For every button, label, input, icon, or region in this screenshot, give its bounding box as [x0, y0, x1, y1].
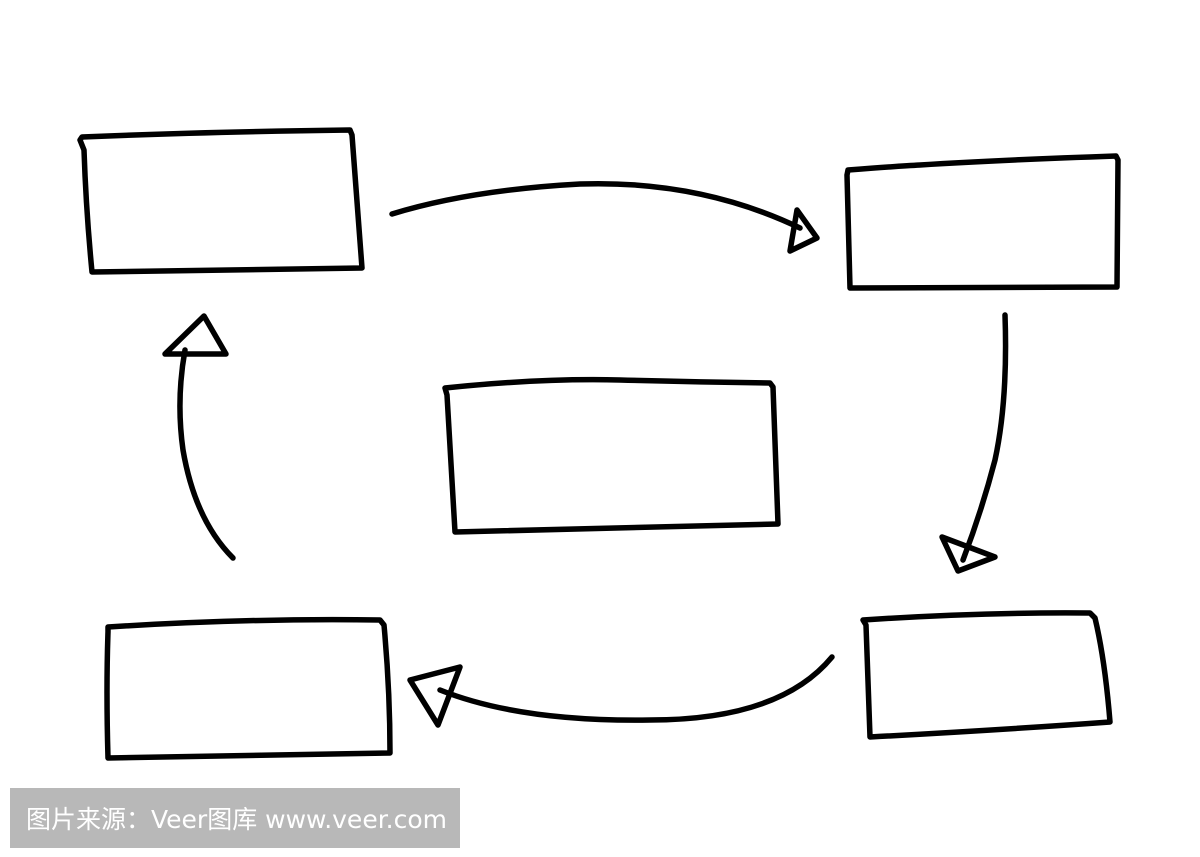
arrow-bottom-left-to-top-left — [162, 313, 236, 561]
box-top-left — [77, 127, 365, 275]
box-bottom-right — [860, 610, 1113, 740]
box-top-right — [844, 153, 1121, 291]
arrow-bottom-right-to-bottom-left — [407, 654, 835, 728]
box-bottom-left — [104, 616, 393, 761]
arrow-top-left-to-top-right — [389, 180, 820, 254]
watermark-text: 图片来源：Veer图库 www.veer.com — [26, 805, 448, 834]
box-center — [442, 376, 781, 535]
watermark-label: 图片来源：Veer图库 www.veer.com — [10, 788, 460, 848]
arrow-top-right-to-bottom-right — [939, 312, 1009, 574]
